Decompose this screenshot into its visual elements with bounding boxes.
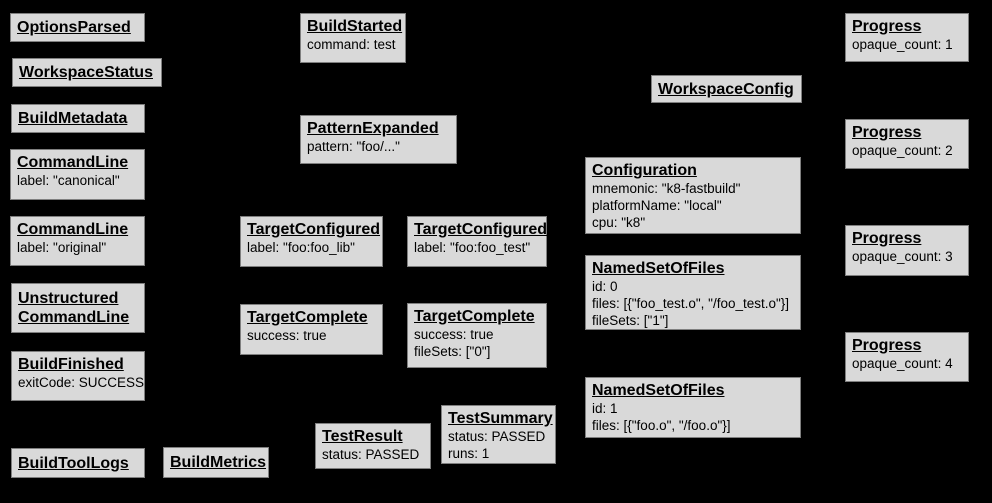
node-title: Progress	[852, 230, 922, 247]
diagram-node-targetcomplete-13: TargetComplete success: true	[240, 304, 383, 355]
node-title: TargetComplete	[247, 309, 368, 326]
node-field: files: [{"foo.o", "/foo.o"}]	[592, 418, 731, 433]
node-field: status: PASSED	[322, 447, 420, 462]
node-title: BuildToolLogs	[18, 454, 129, 472]
diagram-node-optionsparsed-0: OptionsParsed	[10, 13, 145, 42]
diagram-node-buildtoollogs-7: BuildToolLogs	[11, 448, 145, 478]
diagram-node-buildstarted-9: BuildStarted command: test	[300, 13, 406, 63]
node-field: id: 0	[592, 279, 618, 294]
node-field: id: 1	[592, 401, 618, 416]
diagram-node-buildmetrics-8: BuildMetrics	[163, 447, 269, 478]
node-title: TestSummary	[448, 410, 553, 427]
node-title: CommandLine	[17, 154, 129, 171]
node-title: NamedSetOfFiles	[592, 260, 725, 277]
node-title: OptionsParsed	[17, 19, 131, 36]
node-title: Progress	[852, 337, 922, 354]
diagram-node-progress-24: Progress opaque_count: 4	[845, 332, 969, 382]
diagram-node-progress-21: Progress opaque_count: 1	[845, 13, 969, 62]
node-field: mnemonic: "k8-fastbuild"	[592, 181, 741, 196]
node-title: Progress	[852, 18, 922, 35]
node-title: WorkspaceStatus	[19, 64, 153, 81]
node-title: TargetComplete	[414, 308, 535, 325]
node-title: BuildFinished	[18, 356, 124, 373]
diagram-node-buildfinished-6: BuildFinished exitCode: SUCCESS	[11, 351, 145, 401]
node-field: opaque_count: 2	[852, 143, 953, 158]
node-title: TargetConfigured	[247, 221, 381, 238]
node-field: runs: 1	[448, 446, 490, 461]
diagram-node-progress-23: Progress opaque_count: 3	[845, 225, 969, 276]
diagram-node-targetconfigured-11: TargetConfigured label: "foo:foo_lib"	[240, 216, 383, 267]
node-title: BuildStarted	[307, 18, 403, 35]
node-title: WorkspaceConfig	[658, 80, 794, 98]
node-title: TargetConfigured	[414, 221, 548, 238]
diagram-node-configuration-18: Configuration mnemonic: "k8-fastbuild" pla…	[585, 157, 801, 234]
node-field: platformName: "local"	[592, 198, 722, 213]
node-title: BuildMetrics	[170, 454, 267, 471]
node-title: Unstructured CommandLine	[18, 290, 130, 326]
diagram-node-buildmetadata-2: BuildMetadata	[11, 104, 145, 133]
node-field: pattern: "foo/..."	[307, 139, 400, 154]
diagram-node-patternexpanded-10: PatternExpanded pattern: "foo/..."	[300, 115, 457, 164]
diagram-node-workspaceconfig-17: WorkspaceConfig	[651, 75, 802, 103]
node-title: Progress	[852, 124, 922, 141]
node-field: success: true	[247, 328, 327, 343]
node-field: label: "canonical"	[17, 173, 120, 188]
diagram-node-namedsetoffiles-19: NamedSetOfFiles id: 0 files: [{"foo_test.o…	[585, 255, 801, 330]
diagram-node-workspacestatus-1: WorkspaceStatus	[12, 58, 162, 87]
diagram-node-commandline-4: CommandLine label: "original"	[10, 216, 145, 266]
node-title: NamedSetOfFiles	[592, 382, 725, 399]
node-field: success: true	[414, 327, 494, 342]
diagram-node-testresult-15: TestResult status: PASSED	[315, 423, 431, 469]
node-field: files: [{"foo_test.o", "/foo_test.o"}]	[592, 296, 790, 311]
node-title: TestResult	[322, 428, 403, 445]
node-field: fileSets: ["0"]	[414, 344, 491, 359]
node-field: opaque_count: 1	[852, 37, 953, 52]
node-title: BuildMetadata	[18, 110, 128, 127]
diagram-node-progress-22: Progress opaque_count: 2	[845, 119, 969, 169]
node-field: label: "original"	[17, 240, 107, 255]
node-title: PatternExpanded	[307, 120, 439, 137]
diagram-node-commandline-3: CommandLine label: "canonical"	[10, 149, 145, 200]
node-field: label: "foo:foo_test"	[414, 240, 531, 255]
node-title: CommandLine	[17, 221, 129, 238]
diagram-node-namedsetoffiles-20: NamedSetOfFiles id: 1 files: [{"foo.o", "/…	[585, 377, 801, 438]
node-field: opaque_count: 4	[852, 356, 953, 371]
diagram-node-testsummary-16: TestSummary status: PASSED runs: 1	[441, 405, 556, 464]
node-title: Configuration	[592, 162, 697, 179]
node-field: status: PASSED	[448, 429, 546, 444]
diagram-node-unstructured-commandline-5: Unstructured CommandLine	[11, 283, 145, 333]
node-field: fileSets: ["1"]	[592, 313, 669, 328]
node-field: cpu: "k8"	[592, 215, 646, 230]
diagram-node-targetconfigured-12: TargetConfigured label: "foo:foo_test"	[407, 216, 547, 267]
node-field: opaque_count: 3	[852, 249, 953, 264]
node-field: exitCode: SUCCESS	[18, 375, 145, 390]
node-field: label: "foo:foo_lib"	[247, 240, 355, 255]
node-field: command: test	[307, 37, 396, 52]
diagram-node-targetcomplete-14: TargetComplete success: true fileSets: ["0…	[407, 303, 547, 368]
